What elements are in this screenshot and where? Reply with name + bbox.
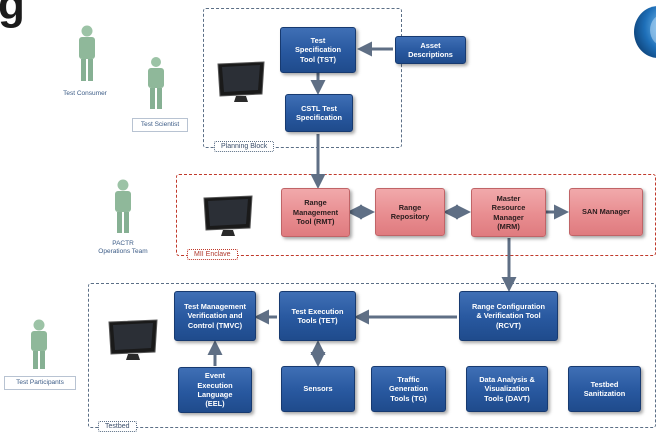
planning-block-label: Planning Block [214, 141, 275, 152]
test-consumer-label: Test Consumer [63, 90, 107, 97]
range-repository-box: Range Repository [375, 188, 445, 236]
test-management-verification-control-box: Test Management Verification and Control… [174, 291, 256, 341]
test-specification-tool-box: Test Specification Tool (TST) [280, 27, 356, 73]
asset-descriptions-box: Asset Descriptions [395, 36, 466, 64]
mii-enclave-label: MII Enclave [187, 249, 238, 260]
title-fragment: g [0, 0, 26, 29]
range-configuration-verification-tool-box: Range Configuration & Verification Tool … [459, 291, 558, 341]
data-analysis-visualization-tools-box: Data Analysis & Visualization Tools (DAV… [466, 366, 548, 412]
testbed-sanitization-box: Testbed Sanitization [568, 366, 641, 412]
operations-team-person-icon [115, 179, 131, 233]
workstation-monitor-icon [108, 319, 158, 360]
workstation-monitor-icon [217, 61, 265, 102]
master-resource-manager-box: Master Resource Manager (MRM) [471, 188, 546, 237]
test-participants-person-icon [31, 319, 47, 369]
cstl-test-specification-box: CSTL Test Specification [285, 94, 353, 132]
sensors-box: Sensors [281, 366, 355, 412]
workstation-monitor-icon [203, 195, 253, 236]
range-management-tool-box: Range Management Tool (RMT) [281, 188, 350, 237]
test-consumer-person-icon [79, 25, 95, 81]
traffic-generation-tools-box: Traffic Generation Tools (TG) [371, 366, 446, 412]
logo-icon [634, 6, 656, 58]
test-execution-tools-box: Test Execution Tools (TET) [279, 291, 356, 341]
planning-block-region [203, 8, 402, 148]
test-scientist-label: Test Scientist [132, 118, 188, 133]
test-participants-label: Test Participants [4, 376, 76, 391]
event-execution-language-box: Event Execution Language (EEL) [178, 367, 252, 413]
san-manager-box: SAN Manager [569, 188, 643, 236]
operations-team-label: PACTR Operations Team [98, 240, 148, 256]
test-scientist-person-icon [148, 57, 164, 109]
